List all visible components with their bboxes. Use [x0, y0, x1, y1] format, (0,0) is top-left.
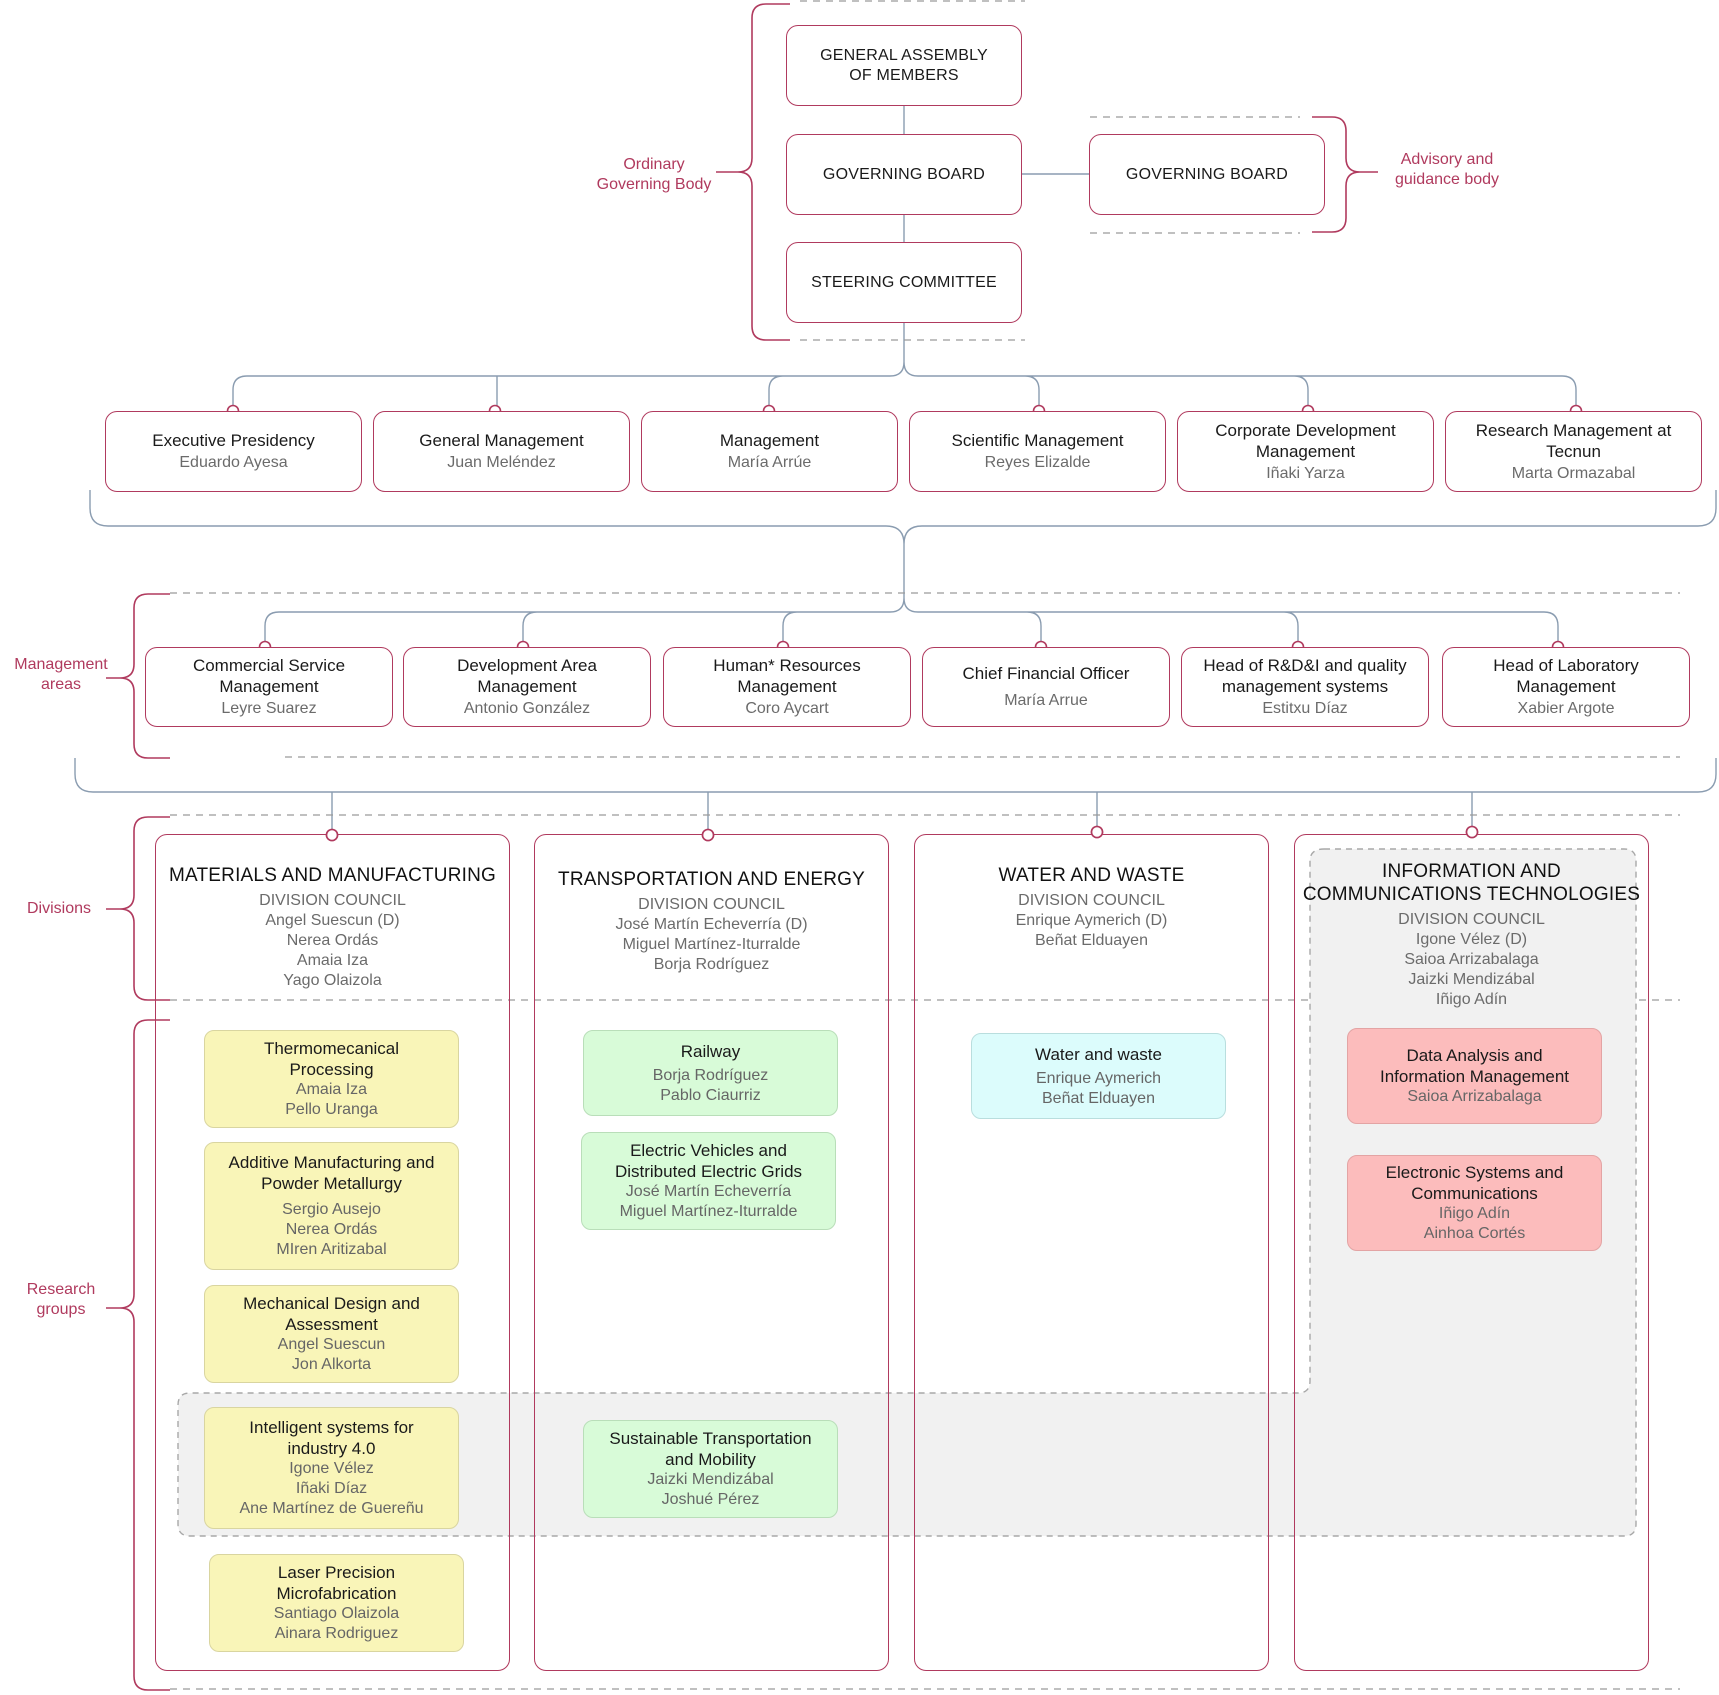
steering-committee-box: STEERING COMMITTEE [786, 242, 1022, 323]
group-mechanical-design: Mechanical Design and Assessment Angel S… [204, 1285, 459, 1383]
division-header-materials: MATERIALS AND MANUFACTURING DIVISION COU… [168, 865, 497, 989]
group-laser-microfabrication: Laser Precision Microfabrication Santiag… [209, 1554, 464, 1652]
governing-board-box: GOVERNING BOARD [786, 134, 1022, 215]
group-electric-vehicles: Electric Vehicles and Distributed Electr… [581, 1132, 836, 1230]
group-intelligent-systems: Intelligent systems for industry 4.0 Igo… [204, 1407, 459, 1529]
group-railway: Railway Borja Rodríguez Pablo Ciaurriz [583, 1030, 838, 1116]
area-box-development-area: Development Area Management Antonio Gonz… [403, 647, 651, 727]
area-box-commercial-service: Commercial Service Management Leyre Suar… [145, 647, 393, 727]
management-box-research-management-tecnun: Research Management at Tecnun Marta Orma… [1445, 411, 1702, 492]
management-box-executive-presidency: Executive Presidency Eduardo Ayesa [105, 411, 362, 492]
group-additive-manufacturing: Additive Manufacturing and Powder Metall… [204, 1142, 459, 1270]
group-electronic-systems: Electronic Systems and Communications Iñ… [1347, 1155, 1602, 1251]
ordinary-bracket [716, 3, 790, 341]
group-water-and-waste: Water and waste Enrique Aymerich Beñat E… [971, 1033, 1226, 1119]
areas-tree [264, 544, 1559, 646]
areas-bracket [106, 593, 170, 759]
research-bracket [106, 1019, 170, 1691]
management-tree [232, 322, 1577, 410]
advisory-bracket [1312, 116, 1378, 233]
area-box-laboratory-management: Head of Laboratory Management Xabier Arg… [1442, 647, 1690, 727]
divisions-bracket [106, 816, 170, 1001]
divisions-tree [331, 792, 1473, 832]
area-box-chief-financial-officer: Chief Financial Officer María Arrue [922, 647, 1170, 727]
group-sustainable-transportation: Sustainable Transportation and Mobility … [583, 1420, 838, 1518]
divisions-label: Divisions [26, 900, 91, 917]
division-header-water: WATER AND WASTE DIVISION COUNCIL Enrique… [998, 865, 1185, 949]
management-box-management: Management María Arrúe [641, 411, 898, 492]
advisory-governing-board-box: GOVERNING BOARD [1089, 134, 1325, 215]
management-box-corporate-development: Corporate Development Management Iñaki Y… [1177, 411, 1434, 492]
group-data-analysis: Data Analysis and Information Management… [1347, 1028, 1602, 1124]
group-thermomechanical-processing: Thermomecanical Processing Amaia Iza Pel… [204, 1030, 459, 1128]
areas-brace [74, 758, 1717, 793]
management-box-general-management: General Management Juan Meléndez [373, 411, 630, 492]
division-header-ict: INFORMATION AND COMMUNICATIONS TECHNOLOG… [1302, 861, 1641, 1008]
area-box-human-resources: Human* Resources Management Coro Aycart [663, 647, 911, 727]
area-box-rdi-quality: Head of R&D&I and quality management sys… [1181, 647, 1429, 727]
management-box-scientific-management: Scientific Management Reyes Elizalde [909, 411, 1166, 492]
division-header-transportation: TRANSPORTATION AND ENERGY DIVISION COUNC… [558, 869, 865, 973]
